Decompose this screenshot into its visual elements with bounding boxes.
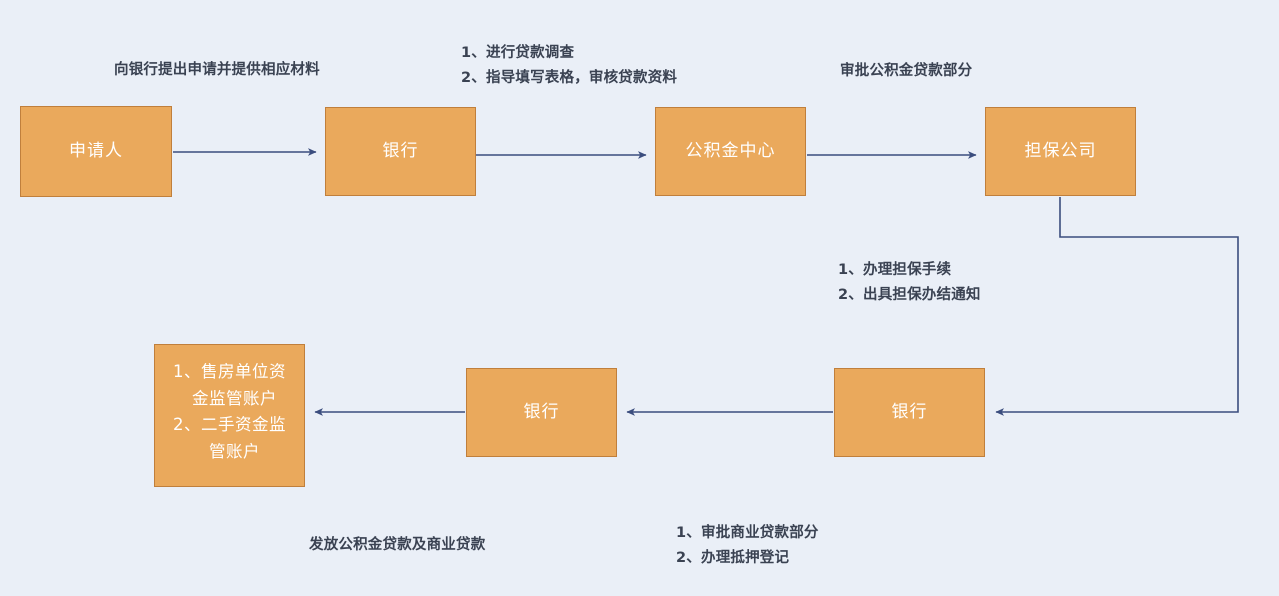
node-label: 银行 (382, 140, 419, 161)
node-bank-bottom-right[interactable]: 银行 (834, 368, 985, 457)
node-label: 银行 (523, 401, 560, 422)
annotation-line: 向银行提出申请并提供相应材料 (114, 62, 320, 78)
annotation-line: 2、指导填写表格，审核贷款资料 (461, 69, 678, 86)
node-label-line: 金监管账户 (192, 388, 277, 408)
node-supervised-accounts[interactable]: 1、售房单位资 金监管账户 2、二手资金监 管账户 (154, 344, 305, 487)
annotation-line: 1、办理担保手续 (838, 262, 952, 278)
node-bank-top[interactable]: 银行 (325, 107, 476, 196)
annotation-line: 审批公积金贷款部分 (840, 63, 973, 79)
connector-guarantee-to-bank-bottom-right (995, 197, 1239, 416)
annotation-approve-fund-loan: 审批公积金贷款部分 (840, 59, 972, 84)
annotation-line: 1、审批商业贷款部分 (676, 525, 819, 541)
node-label-line: 2、二手资金监 (173, 415, 286, 435)
annotation-line: 发放公积金贷款及商业贷款 (309, 537, 486, 553)
node-bank-bottom-mid[interactable]: 银行 (466, 368, 617, 457)
node-label: 申请人 (69, 140, 123, 161)
node-fund-center[interactable]: 公积金中心 (655, 107, 806, 196)
node-label: 银行 (891, 401, 928, 422)
annotation-apply-to-bank: 向银行提出申请并提供相应材料 (114, 58, 320, 83)
node-label-line: 管账户 (209, 442, 260, 462)
annotation-line: 2、办理抵押登记 (676, 549, 790, 566)
annotation-line: 1、进行贷款调查 (461, 45, 575, 61)
node-label: 担保公司 (1024, 140, 1097, 161)
annotation-loan-survey: 1、进行贷款调查 2、指导填写表格，审核贷款资料 (461, 41, 677, 91)
node-applicant[interactable]: 申请人 (20, 106, 172, 197)
node-guarantee-company[interactable]: 担保公司 (985, 107, 1136, 196)
node-label-line: 1、售房单位资 (173, 362, 286, 381)
annotation-approve-commercial-loan: 1、审批商业贷款部分 2、办理抵押登记 (676, 521, 819, 571)
node-label: 公积金中心 (685, 140, 776, 161)
annotation-guarantee-procedures: 1、办理担保手续 2、出具担保办结通知 (838, 258, 981, 308)
annotation-line: 2、出具担保办结通知 (838, 286, 981, 303)
annotation-disburse-loans: 发放公积金贷款及商业贷款 (309, 533, 485, 558)
